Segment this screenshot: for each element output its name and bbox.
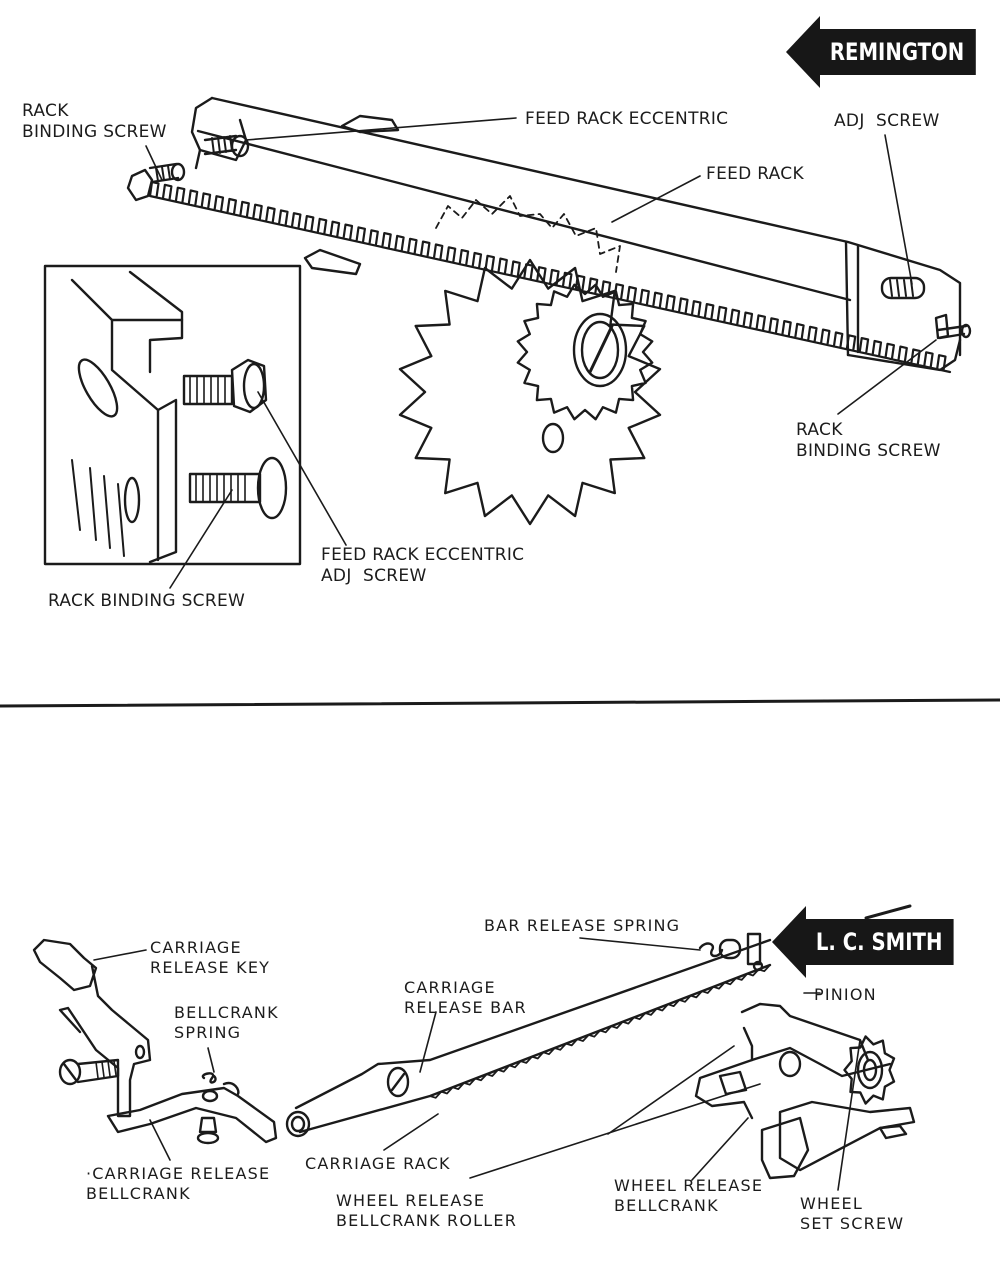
eccentric-slot: [303, 248, 362, 276]
rack-binding-screw-right: [934, 313, 972, 340]
label-bar-release-spring: BAR RELEASE SPRING: [484, 916, 681, 935]
feed-wheel-ghost-outline: [435, 195, 621, 273]
label-pinion: PINION: [814, 985, 877, 1004]
arrow-left-icon: [786, 16, 820, 88]
label-wheel-release-bellcrank-roller: WHEEL RELEASE BELLCRANK ROLLER: [336, 1191, 518, 1230]
lc-smith-brand-badge: L. C. SMITH: [772, 906, 986, 978]
pivot-screw: [58, 1058, 120, 1086]
label-wheel-release-bellcrank: WHEEL RELEASE BELLCRANK: [614, 1176, 764, 1215]
feed-rack-teeth: [148, 180, 952, 374]
carriage-rack-teeth: [429, 964, 771, 1099]
adj-screw-right: [880, 276, 926, 300]
label-wheel-set-screw: WHEEL SET SCREW: [800, 1194, 905, 1233]
feed-rack-bar: [190, 96, 962, 372]
label-carriage-rack: CARRIAGE RACK: [305, 1154, 451, 1173]
label-rack-binding-screw-top: RACK BINDING SCREW: [22, 101, 167, 142]
carriage-release-bar: [285, 938, 772, 1138]
wheel-pinion: [843, 1035, 896, 1105]
stray-mark: [864, 904, 912, 920]
wheel-release-assembly: [694, 1002, 916, 1180]
rack-binding-screw-left: [126, 162, 186, 202]
arrow-left-icon: [772, 906, 806, 978]
panel-divider: [0, 698, 1000, 708]
brand-label: REMINGTON: [820, 29, 976, 75]
label-feed-rack-eccentric-adj-screw: FEED RACK ECCENTRIC ADJ SCREW: [321, 545, 525, 586]
label-rack-binding-screw-inset: RACK BINDING SCREW: [48, 591, 246, 611]
remington-brand-badge: REMINGTON: [786, 16, 1000, 88]
inset-detail-box: [43, 264, 302, 566]
label-bellcrank-spring: BELLCRANK SPRING: [174, 1003, 279, 1042]
brand-label: L. C. SMITH: [806, 919, 954, 965]
leader-lines-top: [145, 117, 937, 589]
label-carriage-release-bellcrank: ·CARRIAGE RELEASE BELLCRANK: [86, 1164, 271, 1203]
label-carriage-release-bar: CARRIAGE RELEASE BAR: [404, 978, 527, 1017]
label-feed-rack-eccentric: FEED RACK ECCENTRIC: [525, 109, 729, 129]
label-rack-binding-screw-right: RACK BINDING SCREW: [796, 420, 941, 461]
label-feed-rack: FEED RACK: [706, 164, 804, 184]
feed-wheel: [398, 258, 662, 526]
bar-release-spring: [698, 932, 764, 972]
feed-rack-eccentric-screw: [203, 134, 250, 158]
label-carriage-release-key: CARRIAGE RELEASE KEY: [150, 938, 271, 977]
leader-lines-bottom: [93, 937, 861, 1191]
carriage-release-key: [32, 938, 152, 1118]
carriage-release-bellcrank: [106, 1072, 278, 1145]
label-adj-screw: ADJ SCREW: [834, 111, 940, 131]
